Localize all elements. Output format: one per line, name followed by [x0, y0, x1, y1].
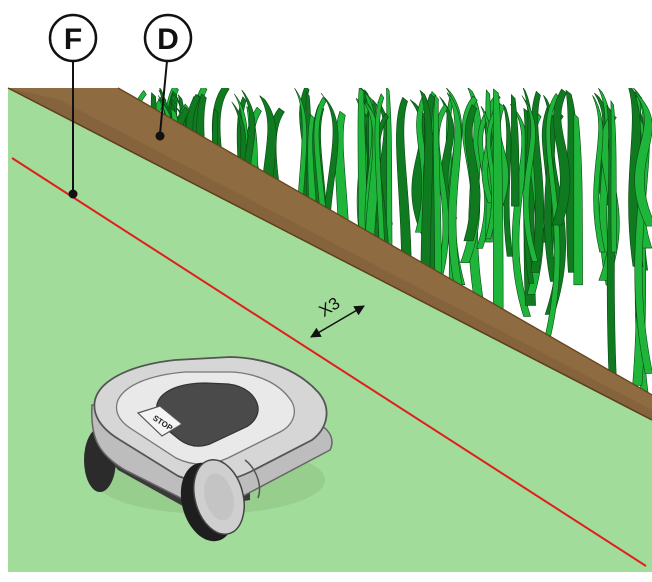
- robotic-mower: STOP: [84, 356, 333, 542]
- hedge-strand: [386, 88, 393, 260]
- hedge-strand: [632, 90, 652, 227]
- hedge-strand: [511, 93, 520, 207]
- mower-wheel-front: [180, 459, 245, 542]
- callout-f: F: [48, 13, 98, 199]
- hedge-strand: [521, 95, 539, 262]
- callout-d: D: [143, 13, 193, 141]
- boundary-wire: [11, 157, 647, 567]
- lawn-edge-border: [7, 87, 652, 421]
- callout-f-label: F: [64, 23, 82, 56]
- callout-d-label: D: [157, 23, 179, 56]
- hedge-strand: [551, 88, 571, 226]
- hedge-strand: [610, 99, 618, 253]
- hedge-strand: [463, 104, 481, 242]
- hedge-strand: [446, 92, 465, 294]
- hedge-strand: [573, 112, 583, 286]
- hedge-strand: [592, 95, 606, 253]
- hedge-strand: [632, 88, 652, 374]
- stop-button: [136, 405, 184, 437]
